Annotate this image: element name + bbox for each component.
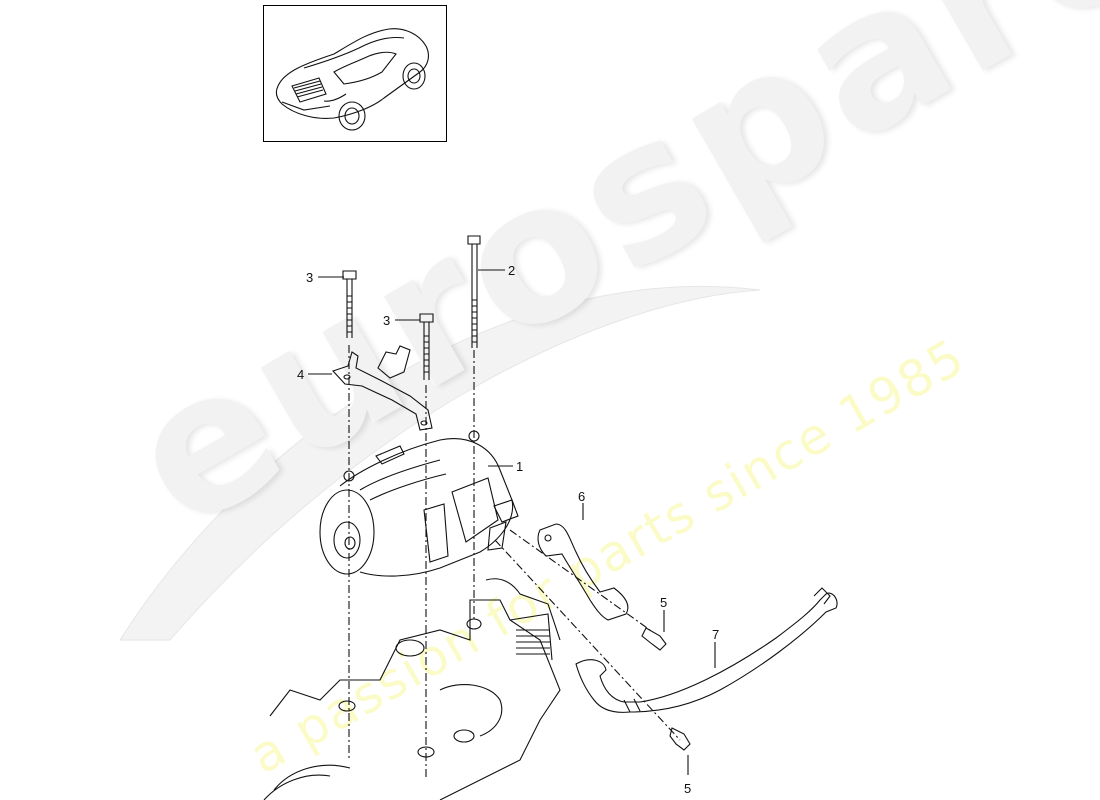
bolt-3b	[419, 313, 434, 380]
leader-lines	[308, 269, 716, 775]
bolt-5a	[641, 627, 667, 651]
callout-7: 7	[712, 627, 720, 642]
engine-block	[263, 578, 561, 800]
callout-4: 4	[297, 367, 305, 382]
bolt-2	[467, 235, 481, 348]
bracket-4	[332, 345, 433, 431]
bolt-3a	[342, 270, 357, 338]
compressor-1	[319, 430, 519, 577]
car-overview-icon	[275, 28, 429, 131]
car-thumbnail	[263, 5, 447, 142]
bolt-5b	[669, 727, 691, 751]
callout-3a: 3	[306, 270, 314, 285]
callout-5a: 5	[660, 595, 668, 610]
callout-1: 1	[516, 459, 524, 474]
callout-2: 2	[508, 263, 516, 278]
callout-5b: 5	[684, 781, 692, 796]
callout-6: 6	[578, 489, 586, 504]
callout-3b: 3	[383, 313, 391, 328]
assembly-axes	[348, 345, 681, 780]
pipe-6	[537, 523, 629, 621]
hose-7	[575, 587, 838, 713]
